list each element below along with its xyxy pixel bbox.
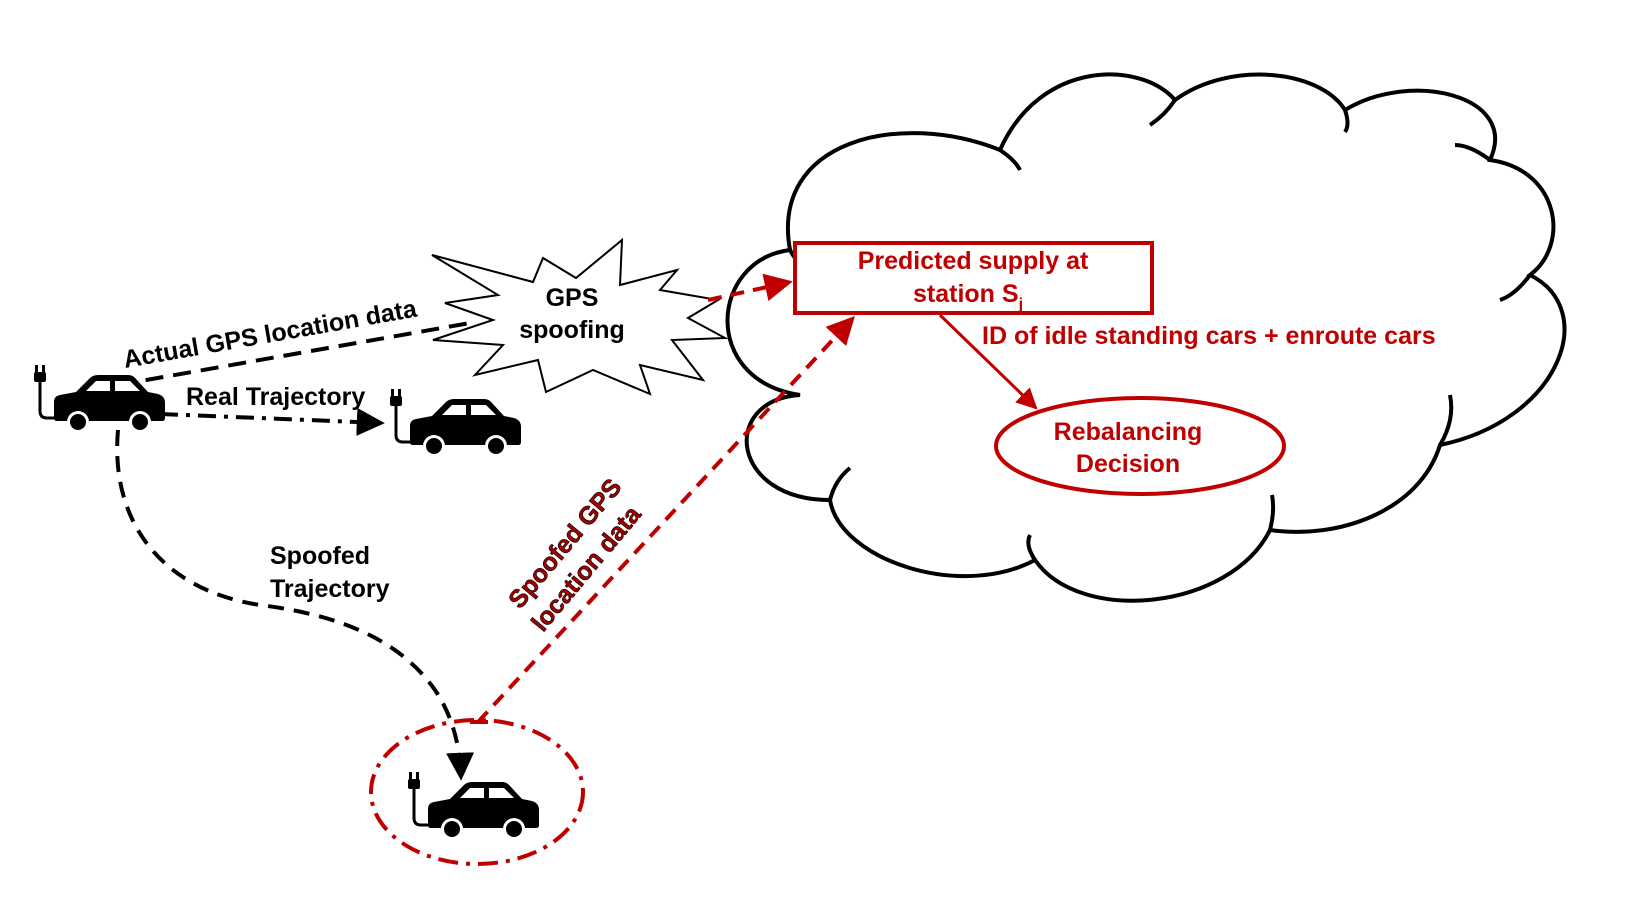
predicted-supply-line2: station Sj <box>913 280 1023 313</box>
box-to-decision-arrow <box>938 313 1038 410</box>
starburst-icon <box>431 237 729 396</box>
real-trajectory-arrow <box>159 407 385 436</box>
real-trajectory-label: Real Trajectory <box>186 383 365 411</box>
predicted-supply-station: station S <box>913 280 1019 308</box>
id-idle-label: ID of idle standing cars + enroute cars <box>982 322 1436 350</box>
spoofed-gps-arrow <box>476 315 855 724</box>
electric-car-icon <box>406 770 541 842</box>
spoofed-feed-arrow <box>707 273 793 302</box>
actual-gps-link <box>117 321 471 387</box>
electric-car-icon <box>32 363 167 435</box>
spoofed-trajectory-line1: Spoofed <box>270 542 370 570</box>
actual-gps-label: Actual GPS location data <box>121 295 420 374</box>
electric-car-icon <box>388 387 523 459</box>
spoofed-trajectory-line2: Trajectory <box>270 575 390 603</box>
rebalancing-decision-ellipse <box>994 396 1286 496</box>
spoofed-trajectory-curve <box>115 429 475 781</box>
rebalancing-line1: Rebalancing <box>1054 418 1203 446</box>
predicted-supply-line1: Predicted supply at <box>858 247 1089 275</box>
predicted-supply-box <box>793 241 1154 315</box>
spoofed-location-ellipse <box>369 718 585 866</box>
rebalancing-line2: Decision <box>1076 450 1180 478</box>
predicted-supply-subscript: j <box>1018 296 1023 313</box>
gps-spoofing-label-line1: GPS <box>546 284 599 312</box>
gps-spoofing-label-line2: spoofing <box>519 316 625 344</box>
